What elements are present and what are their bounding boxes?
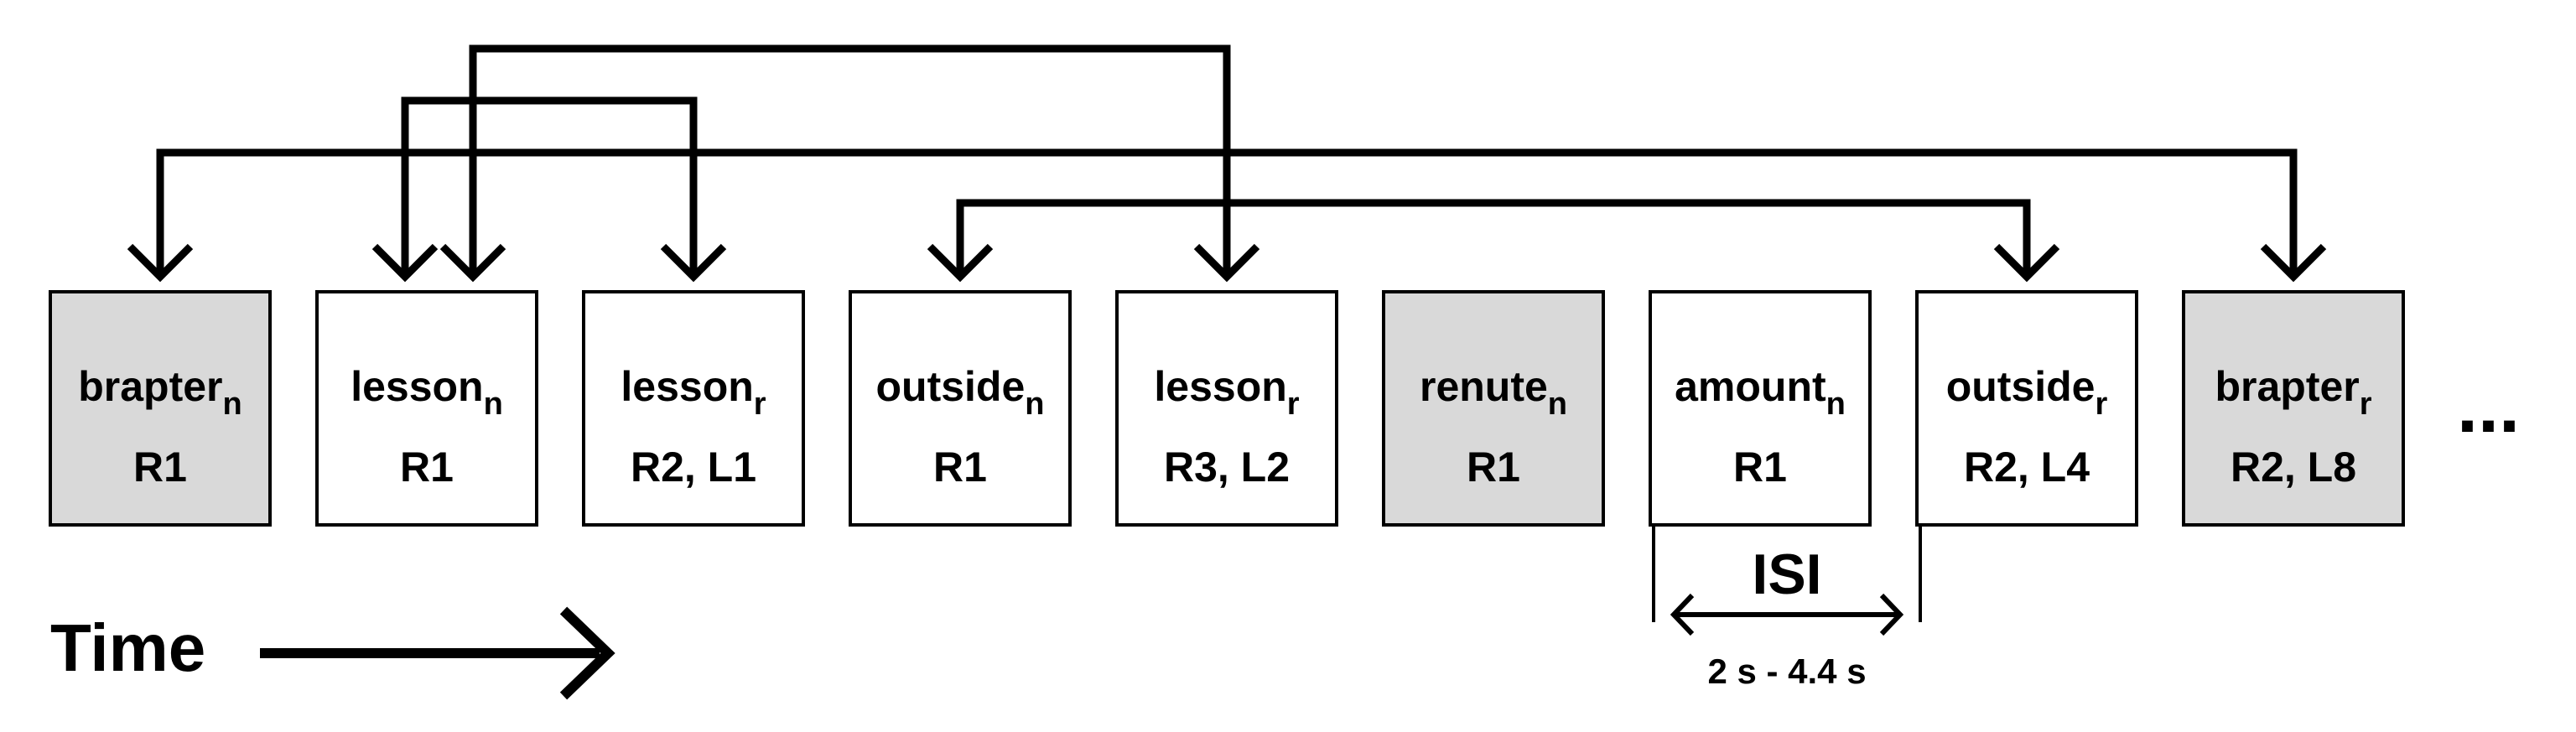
trial-word-condition: n: [484, 387, 503, 422]
trial-box-frame: [1915, 290, 2138, 527]
trial-box-frame: [1649, 290, 1872, 527]
trial-word: outsider: [1946, 363, 2108, 422]
trial-word: lessonr: [621, 363, 766, 422]
time-arrowhead: [559, 606, 615, 700]
link-arrowhead-first: [127, 243, 194, 283]
trial-word-stem: lesson: [1154, 363, 1286, 410]
trial-word-condition: r: [2096, 387, 2108, 422]
trial-word-stem: brapter: [2215, 363, 2359, 410]
trial-word-condition: n: [1548, 387, 1567, 422]
trial-code: R1: [133, 444, 187, 491]
trial-code: R2, L8: [2231, 444, 2356, 491]
trial-code: R1: [1733, 444, 1787, 491]
trial-word: braptern: [78, 363, 242, 422]
link-arrowhead-repeat: [1993, 243, 2060, 283]
repetition-link: [371, 96, 727, 283]
repetition-link: [439, 44, 1260, 283]
trial-word-stem: lesson: [351, 363, 483, 410]
trial-code: R1: [1467, 444, 1520, 491]
trial-box-frame: [849, 290, 1072, 527]
link-path: [956, 199, 2031, 273]
link-arrowhead-repeat: [1193, 243, 1260, 283]
link-path: [401, 96, 698, 273]
trial-word-stem: outside: [875, 363, 1025, 410]
trial-code: R2, L1: [631, 444, 756, 491]
trial-word: brapterr: [2215, 363, 2371, 422]
isi-indicator: ISI 2 s - 4.4 s: [1652, 526, 1922, 691]
time-indicator: Time: [50, 606, 615, 700]
trial-word-condition: n: [223, 387, 242, 422]
isi-range: 2 s - 4.4 s: [1707, 652, 1866, 691]
repetition-link: [127, 148, 2327, 283]
trial-word-stem: renute: [1420, 363, 1548, 410]
link-path: [156, 148, 2298, 273]
trial-box-frame: [582, 290, 805, 527]
continuation-ellipsis: ...: [2457, 365, 2520, 449]
trial-box-shaded: [49, 290, 272, 527]
trial-box-frame: [1115, 290, 1338, 527]
trial-word-condition: r: [2360, 387, 2372, 422]
link-arrowhead-first: [439, 243, 506, 283]
trial-word: outsiden: [875, 363, 1044, 422]
trial-box-shaded: [2182, 290, 2405, 527]
trial-word-condition: r: [754, 387, 766, 422]
trial-word-stem: outside: [1946, 363, 2096, 410]
isi-right-arrowhead: [1879, 593, 1904, 636]
repetition-link: [927, 199, 2060, 283]
trial-word-condition: n: [1025, 387, 1044, 422]
trial-word-stem: amount: [1675, 363, 1826, 410]
trial-word-stem: brapter: [78, 363, 222, 410]
trial-word: renuten: [1420, 363, 1567, 422]
trial-code: R2, L4: [1964, 444, 2090, 491]
isi-left-arrowhead: [1670, 593, 1695, 636]
trial-word-condition: n: [1826, 387, 1846, 422]
link-arrowhead-first: [927, 243, 994, 283]
time-label: Time: [50, 610, 205, 685]
trial-box-shaded: [1382, 290, 1605, 527]
trial-box-frame: [315, 290, 538, 527]
trial-code: R1: [400, 444, 454, 491]
link-arrowhead-first: [371, 243, 439, 283]
link-path: [469, 44, 1231, 273]
trial-word: amountn: [1675, 363, 1846, 422]
trial-word-stem: lesson: [621, 363, 753, 410]
trial-code: R3, L2: [1164, 444, 1290, 491]
link-arrowhead-repeat: [2260, 243, 2327, 283]
isi-label: ISI: [1752, 543, 1821, 606]
trial-word-condition: r: [1287, 387, 1300, 422]
trial-code: R1: [933, 444, 987, 491]
link-arrowhead-repeat: [660, 243, 727, 283]
trial-word: lessonn: [351, 363, 503, 422]
trial-word: lessonr: [1154, 363, 1299, 422]
repetition-links: [127, 44, 2327, 283]
